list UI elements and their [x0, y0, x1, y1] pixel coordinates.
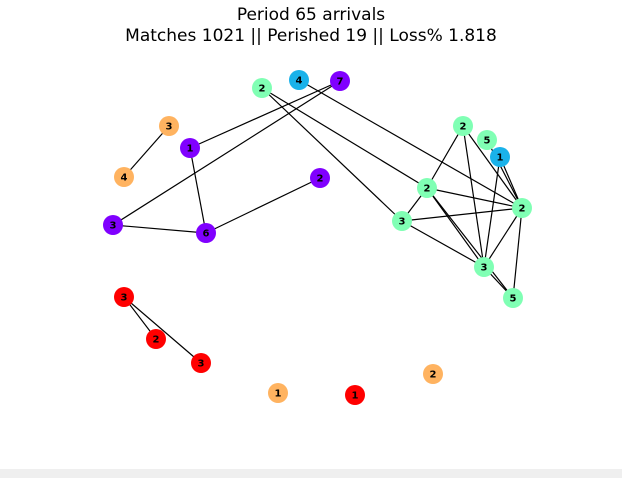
graph-edge [123, 125, 170, 178]
window-bottom-strip [0, 469, 622, 478]
node-circle [345, 385, 365, 405]
graph-node: 2 [417, 178, 437, 198]
node-label: 2 [519, 204, 526, 215]
node-label: 2 [317, 174, 324, 185]
node-circle [159, 116, 179, 136]
graph-edge [261, 87, 403, 222]
graph-edge [462, 125, 485, 268]
node-label: 3 [166, 122, 173, 133]
graph-node: 3 [103, 215, 123, 235]
node-label: 4 [296, 76, 303, 87]
node-label: 1 [275, 389, 282, 400]
graph-node: 3 [474, 257, 494, 277]
node-label: 4 [121, 173, 128, 184]
node-label: 2 [259, 84, 266, 95]
graph-edge [462, 125, 523, 209]
graph-node: 3 [114, 287, 134, 307]
graph-node: 1 [345, 385, 365, 405]
node-label: 1 [187, 144, 194, 155]
graph-edge [261, 87, 428, 189]
graph-node: 2 [310, 168, 330, 188]
node-circle [252, 78, 272, 98]
graph-node: 3 [159, 116, 179, 136]
graph-node: 1 [180, 138, 200, 158]
graph-node: 7 [330, 71, 350, 91]
graph-node: 2 [252, 78, 272, 98]
graph-node: 5 [503, 288, 523, 308]
node-circle [503, 288, 523, 308]
graph-edge [189, 147, 207, 234]
node-circle [423, 364, 443, 384]
node-label: 5 [484, 136, 491, 147]
graph-node: 3 [392, 211, 412, 231]
graph-edge [426, 187, 485, 268]
graph-node: 2 [146, 329, 166, 349]
node-circle [512, 198, 532, 218]
node-label: 1 [497, 153, 504, 164]
graph-edge [426, 187, 514, 299]
node-label: 3 [481, 263, 488, 274]
node-label: 2 [460, 122, 467, 133]
node-label: 3 [110, 221, 117, 232]
graph-edge [189, 80, 341, 149]
node-label: 7 [337, 77, 344, 88]
graph-node: 2 [453, 116, 473, 136]
graph-edge [512, 207, 523, 299]
graph-node: 6 [196, 223, 216, 243]
graph-node: 4 [114, 167, 134, 187]
node-circle [453, 116, 473, 136]
graph-edge [123, 296, 202, 364]
node-circle [477, 130, 497, 150]
graph-edge [483, 156, 501, 268]
node-label: 2 [424, 184, 431, 195]
node-circle [392, 211, 412, 231]
node-label: 5 [510, 294, 517, 305]
node-label: 3 [399, 217, 406, 228]
graph-edge [112, 224, 207, 234]
node-circle [474, 257, 494, 277]
graph-edge [401, 207, 523, 222]
graph-node: 5 [477, 130, 497, 150]
node-label: 2 [430, 370, 437, 381]
node-circle [268, 383, 288, 403]
node-label: 2 [153, 335, 160, 346]
nodes-layer: 7 1 2 3 6 3 4 1 2 4 1 2 2 5 2 2 3 3 5 3 2 3 1 [103, 70, 532, 405]
edges-layer [112, 79, 523, 364]
node-circle [191, 353, 211, 373]
graph-node: 2 [423, 364, 443, 384]
node-label: 1 [352, 391, 359, 402]
graph-edge [483, 207, 523, 268]
node-circle [103, 215, 123, 235]
node-circle [146, 329, 166, 349]
graph-node: 2 [512, 198, 532, 218]
node-circle [196, 223, 216, 243]
graph-node: 3 [191, 353, 211, 373]
graph-node: 1 [268, 383, 288, 403]
graph-node: 1 [490, 147, 510, 167]
node-circle [180, 138, 200, 158]
node-label: 6 [203, 229, 210, 240]
graph-edge [426, 187, 523, 209]
graph-edge [401, 220, 485, 268]
node-circle [330, 71, 350, 91]
figure-subtitle: Matches 1021 || Perished 19 || Loss% 1.8… [125, 26, 497, 46]
node-circle [289, 70, 309, 90]
node-circle [310, 168, 330, 188]
node-label: 3 [121, 293, 128, 304]
graph-edge [426, 125, 464, 189]
node-label: 3 [198, 359, 205, 370]
graph-edge [205, 177, 321, 234]
node-circle [417, 178, 437, 198]
figure-title: Period 65 arrivals [236, 5, 386, 25]
graph-edge [112, 80, 341, 226]
graph-node: 4 [289, 70, 309, 90]
node-circle [490, 147, 510, 167]
graph-edge [298, 79, 523, 209]
node-circle [114, 167, 134, 187]
node-circle [114, 287, 134, 307]
